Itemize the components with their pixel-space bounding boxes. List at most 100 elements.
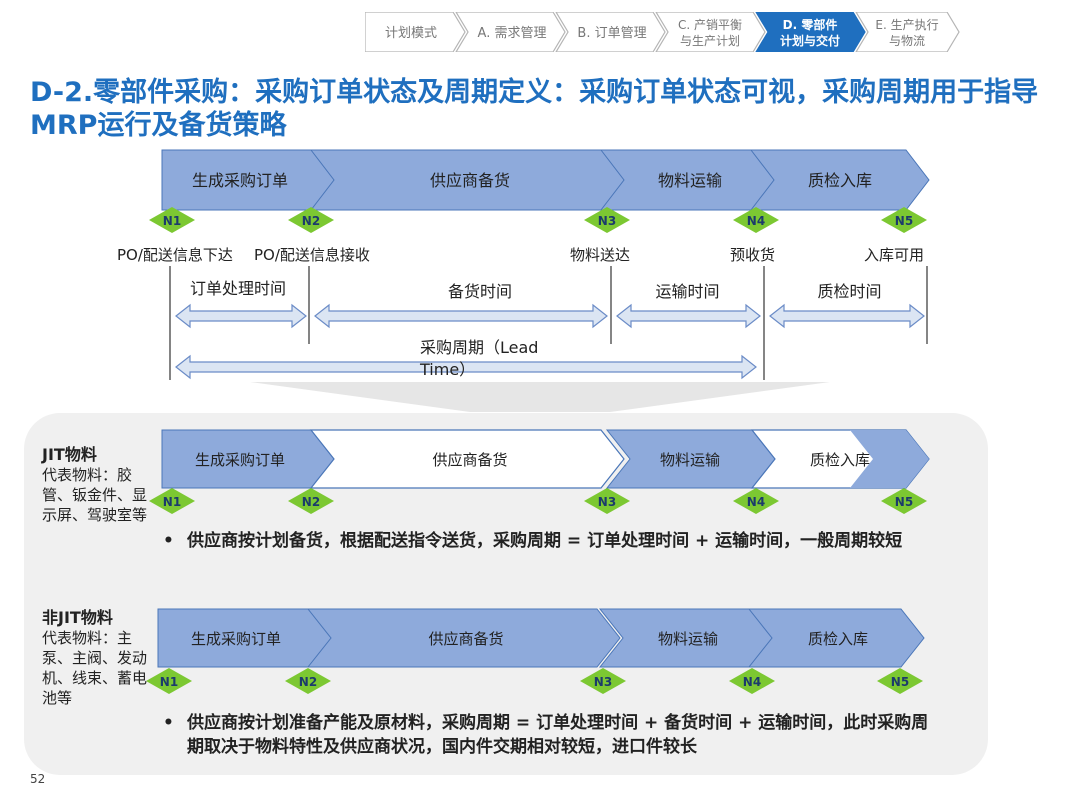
nav-step-label: D. 零部件 (783, 17, 838, 32)
jit-bullet-text: 供应商按计划备货，根据配送指令送货，采购周期 = 订单处理时间 + 运输时间，一… (187, 531, 903, 551)
svg-text:N2: N2 (299, 675, 317, 689)
svg-text:N3: N3 (598, 495, 616, 509)
stage-label: 质检入库 (810, 451, 870, 469)
arrow-transport (616, 303, 761, 329)
non-jit-stage-supplier-stock (306, 608, 621, 668)
svg-text:N1: N1 (163, 214, 181, 228)
nav-step-execution[interactable]: E. 生产执行 与物流 (855, 12, 960, 52)
node-n4: N4 (729, 668, 775, 694)
node-n1: N1 (146, 668, 192, 694)
stage-label: 物料运输 (658, 171, 722, 190)
event-label-available: 入库可用 (864, 246, 925, 264)
node-n1: N1 (149, 488, 195, 514)
duration-label-inspection: 质检时间 (817, 282, 882, 301)
stage-label: 生成采购订单 (192, 171, 288, 190)
stage-label: 生成采购订单 (191, 630, 281, 648)
nav-step-plan-mode[interactable]: 计划模式 (365, 12, 466, 52)
node-n5: N5 (881, 207, 927, 233)
stage-label: 质检入库 (808, 630, 868, 648)
duration-label-order-processing: 订单处理时间 (190, 279, 287, 298)
nav-step-order[interactable]: B. 订单管理 (555, 12, 666, 52)
svg-text:N5: N5 (895, 495, 913, 509)
node-n1: N1 (149, 207, 195, 233)
svg-text:N5: N5 (891, 675, 909, 689)
jit-nodes: N1 N2 N3 N4 N5 (149, 488, 927, 514)
node-n4: N4 (733, 207, 779, 233)
duration-label-lead-time: 采购周期（Lead Time） (420, 338, 539, 379)
svg-text:N4: N4 (747, 214, 765, 228)
nav-step-label: C. 产销平衡 (678, 18, 742, 32)
duration-label-stocking: 备货时间 (447, 282, 512, 301)
event-label-pre-receipt: 预收货 (730, 246, 776, 264)
nav-step-sop[interactable]: C. 产销平衡 与生产计划 (655, 12, 766, 52)
nav-step-label: E. 生产执行 (875, 18, 938, 32)
jit-heading: JIT物料 (42, 445, 97, 464)
stage-label: 物料运输 (658, 630, 718, 648)
node-n5: N5 (881, 488, 927, 514)
jit-bullet: • 供应商按计划备货，根据配送指令送货，采购周期 = 订单处理时间 + 运输时间… (163, 529, 923, 553)
duration-arrows (175, 303, 925, 380)
funnel-shadow (250, 382, 830, 412)
process-nav: 计划模式 A. 需求管理 B. 订单管理 C. 产销平衡 与生产计划 D. 零部… (365, 12, 960, 52)
svg-text:N2: N2 (302, 495, 320, 509)
svg-text:N4: N4 (743, 675, 761, 689)
nav-step-label-2: 计划与交付 (780, 33, 840, 48)
non-jit-chevrons: 生成采购订单 供应商备货 物料运输 质检入库 (157, 608, 925, 668)
jit-chevrons: 生成采购订单 供应商备货 物料运输 质检入库 (161, 429, 930, 489)
node-n2: N2 (288, 207, 334, 233)
milestone-nodes: N1 N2 N3 N4 N5 (149, 207, 927, 233)
nav-step-demand[interactable]: A. 需求管理 (455, 12, 566, 52)
nav-step-label: A. 需求管理 (478, 26, 547, 41)
page-number: 52 (30, 772, 46, 786)
svg-text:N1: N1 (163, 495, 181, 509)
jit-stage-inspection-overlap (850, 430, 929, 488)
svg-text:N5: N5 (895, 214, 913, 228)
event-label-delivered: 物料送达 (570, 246, 631, 264)
nav-step-label: B. 订单管理 (577, 26, 646, 41)
svg-text:N3: N3 (598, 214, 616, 228)
node-n2: N2 (285, 668, 331, 694)
bullet-dot: • (163, 531, 174, 551)
stage-label: 生成采购订单 (195, 451, 285, 469)
stage-label: 物料运输 (660, 451, 720, 469)
nav-step-parts[interactable]: D. 零部件 计划与交付 (755, 12, 866, 52)
bullet-dot: • (163, 713, 174, 733)
duration-label-transport: 运输时间 (655, 282, 720, 301)
non-jit-heading: 非JIT物料 (42, 608, 113, 627)
arrow-order-processing (175, 303, 307, 329)
nav-step-label-2: 与物流 (889, 34, 925, 48)
node-n3: N3 (580, 668, 626, 694)
arrow-lead-time (175, 354, 757, 380)
non-jit-nodes: N1 N2 N3 N4 N5 (146, 668, 923, 694)
node-n3: N3 (584, 488, 630, 514)
stage-label: 质检入库 (808, 171, 872, 190)
svg-text:N3: N3 (594, 675, 612, 689)
jit-examples: 代表物料：胶管、钣金件、显示屏、驾驶室等 (42, 466, 148, 524)
node-n3: N3 (584, 207, 630, 233)
non-jit-material-block: 非JIT物料 代表物料：主泵、主阀、发动机、线束、蓄电池等 (42, 608, 154, 708)
stage-label: 供应商备货 (432, 451, 507, 469)
svg-text:N4: N4 (747, 495, 765, 509)
timeline-separators (169, 266, 928, 380)
node-n2: N2 (288, 488, 334, 514)
nav-step-label-2: 与生产计划 (680, 34, 740, 48)
non-jit-examples: 代表物料：主泵、主阀、发动机、线束、蓄电池等 (42, 629, 148, 707)
node-n5: N5 (877, 668, 923, 694)
event-label-po-received: PO/配送信息接收 (254, 246, 370, 264)
event-label-po-issued: PO/配送信息下达 (117, 246, 233, 264)
svg-text:N2: N2 (302, 214, 320, 228)
jit-material-block: JIT物料 代表物料：胶管、钣金件、显示屏、驾驶室等 (42, 445, 154, 525)
jit-stage-supplier-stock (309, 429, 625, 489)
non-jit-bullet-text: 供应商按计划准备产能及原材料，采购周期 = 订单处理时间 + 备货时间 + 运输… (187, 713, 929, 757)
nav-step-label: 计划模式 (385, 26, 437, 41)
non-jit-stage-inspection (747, 608, 925, 668)
arrow-stocking (314, 303, 608, 329)
svg-text:N1: N1 (160, 675, 178, 689)
node-n4: N4 (733, 488, 779, 514)
stage-label: 供应商备货 (428, 630, 503, 648)
arrow-inspection (769, 303, 925, 329)
stage-label: 供应商备货 (430, 171, 510, 190)
non-jit-bullet: • 供应商按计划准备产能及原材料，采购周期 = 订单处理时间 + 备货时间 + … (163, 711, 943, 759)
